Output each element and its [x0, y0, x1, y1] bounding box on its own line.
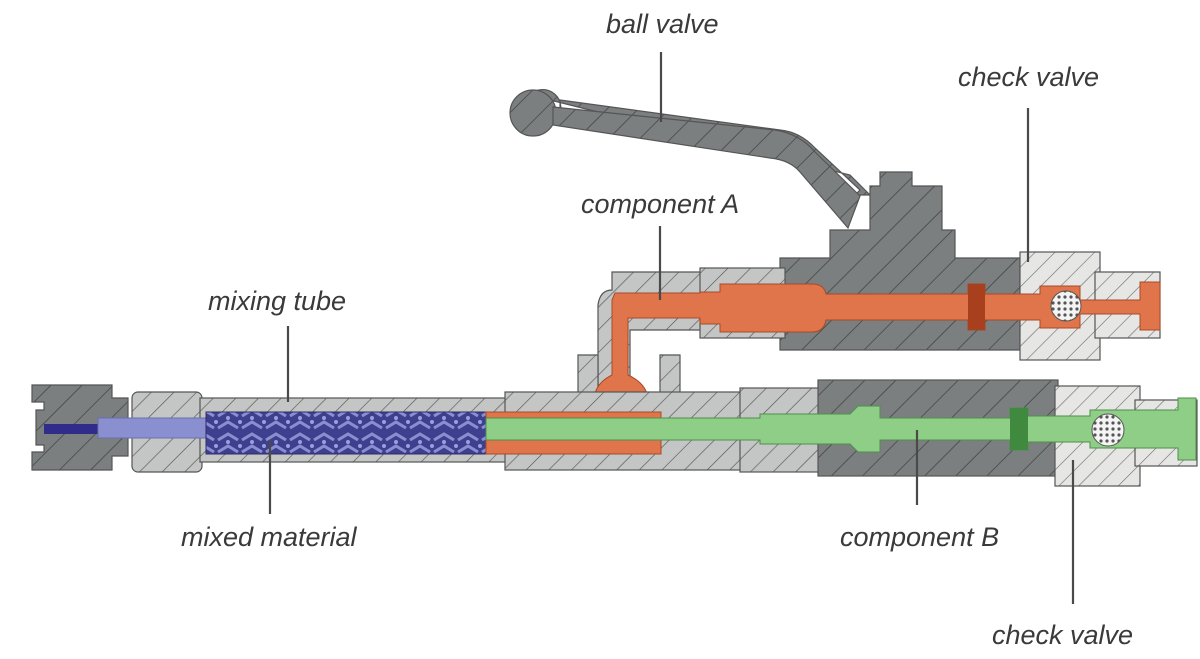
ball-valve-lever: [552, 106, 861, 230]
label-component-b: component B: [840, 522, 999, 552]
check-valve-a-ball: [1050, 290, 1082, 322]
label-component-a: component A: [581, 189, 739, 219]
mixed-material-inlet: [97, 417, 209, 439]
label-check-valve-bottom: check valve: [992, 620, 1133, 650]
label-mixing-tube: mixing tube: [208, 286, 346, 316]
label-mixed-material: mixed material: [181, 522, 358, 552]
mixed-material: [205, 411, 487, 455]
label-ball-valve: ball valve: [606, 9, 719, 39]
label-check-valve-top: check valve: [958, 62, 1099, 92]
component-b-seal: [1010, 408, 1028, 450]
check-valve-b-ball: [1091, 413, 1125, 447]
ball-valve-knob: [509, 89, 557, 137]
main-line-assembly: [31, 379, 1198, 487]
component-a-seal: [968, 284, 985, 330]
nozzle-outlet: [44, 424, 100, 434]
